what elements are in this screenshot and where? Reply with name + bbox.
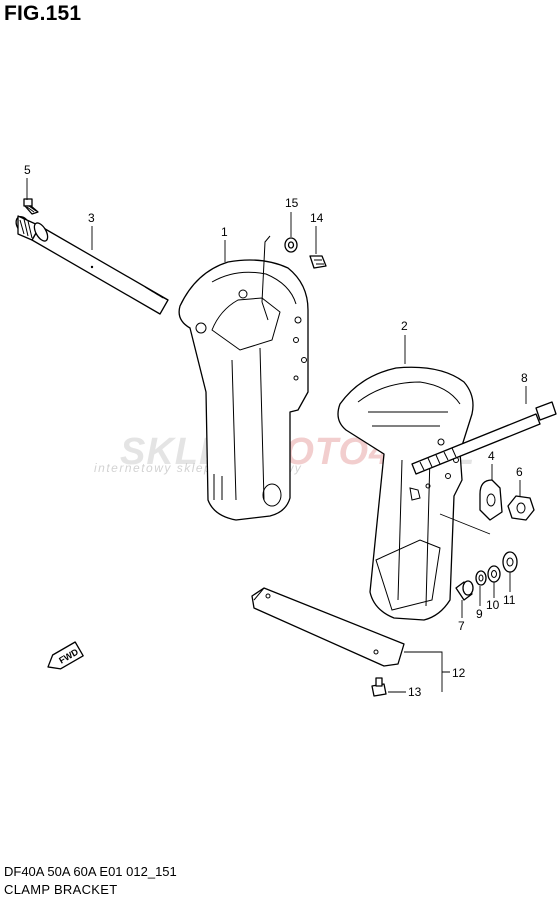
- part-9-washer: [475, 570, 487, 586]
- part-1-clamp-bracket: [178, 235, 309, 521]
- callout-9: 9: [476, 607, 483, 621]
- callout-6: 6: [516, 465, 523, 479]
- figure-title: FIG.151: [4, 2, 82, 25]
- callouts: 5 3 1 15 14 2 8 4 6 7 9 10 11 12 13: [24, 163, 528, 699]
- fwd-direction-badge: FWD: [47, 641, 84, 670]
- callout-12: 12: [452, 666, 466, 680]
- callout-8: 8: [521, 371, 528, 385]
- part-8-bolt: [411, 401, 557, 475]
- part-7-bushing: [455, 580, 474, 601]
- callout-13: 13: [408, 685, 422, 699]
- part-10-washer: [487, 565, 501, 583]
- part-5-bolt: [23, 198, 39, 215]
- part-11-washer: [502, 551, 518, 573]
- callout-3: 3: [88, 211, 95, 225]
- part-13-bolt: [371, 677, 387, 697]
- callout-7: 7: [458, 619, 465, 633]
- callout-14: 14: [310, 211, 324, 225]
- callout-5: 5: [24, 163, 31, 177]
- callout-15: 15: [285, 196, 299, 210]
- figure-caption: CLAMP BRACKET: [4, 882, 118, 897]
- model-code: DF40A 50A 60A E01 012_151: [4, 864, 177, 879]
- callout-11: 11: [503, 593, 516, 607]
- part-12-anode: [251, 587, 405, 667]
- callout-1: 1: [221, 225, 228, 239]
- part-2-clamp-bracket: [337, 366, 491, 621]
- part-4-plate: [479, 479, 503, 521]
- callout-2: 2: [401, 319, 408, 333]
- part-6-nut: [507, 495, 535, 521]
- part-3-tilt-tube: [15, 215, 169, 315]
- part-14-grease-fitting: [309, 255, 327, 269]
- callout-4: 4: [488, 449, 495, 463]
- part-15-washer: [284, 237, 298, 253]
- callout-10: 10: [486, 598, 500, 612]
